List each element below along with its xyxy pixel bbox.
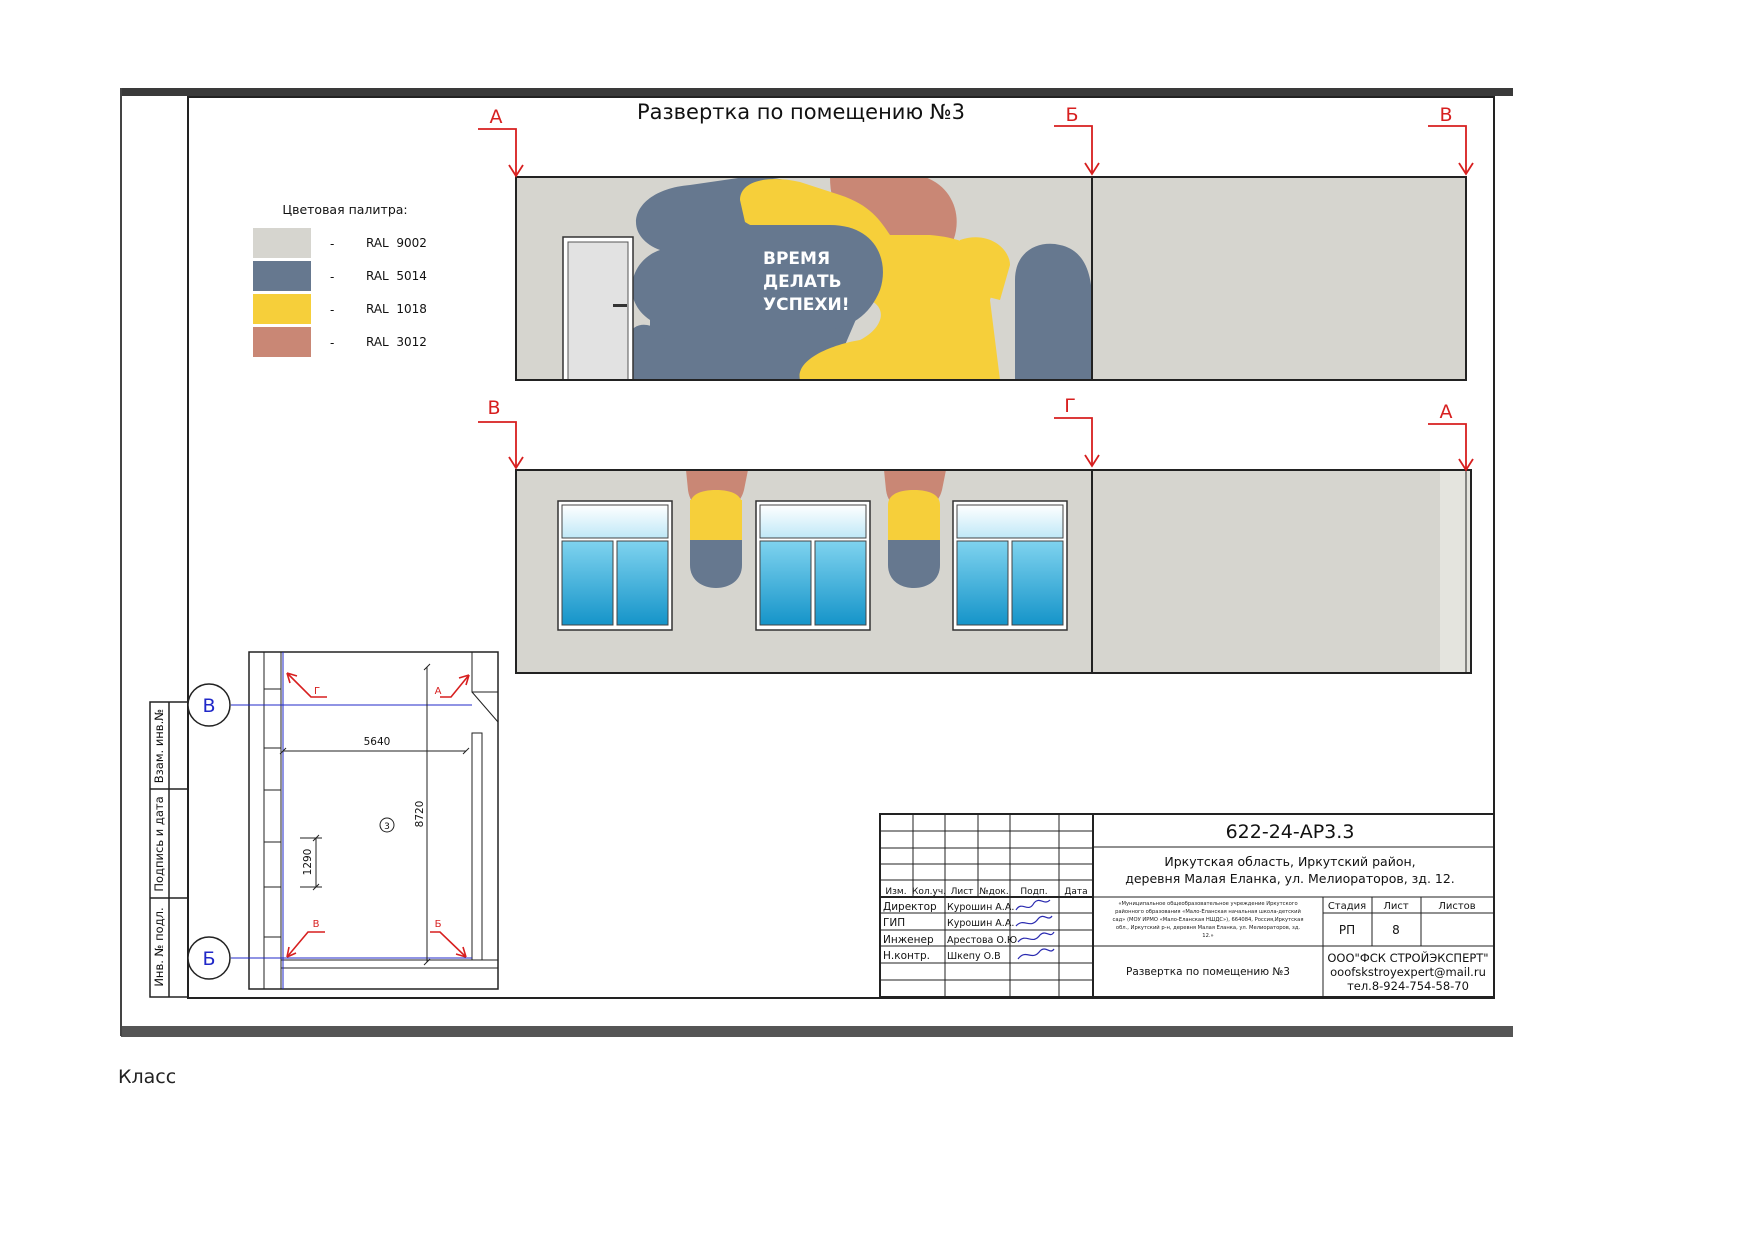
- swatch-ral-3012: [253, 327, 311, 357]
- plan-mark-b: Б: [435, 919, 442, 930]
- palette-dash: -: [330, 237, 334, 251]
- axis-label-b: Б: [202, 948, 215, 970]
- sheet-number: 8: [1392, 923, 1400, 937]
- side-stamp-label: Подпись и дата: [152, 796, 166, 891]
- col-header: Лист: [951, 887, 974, 897]
- room-number: 3: [384, 822, 390, 832]
- palette-dash: -: [330, 303, 334, 317]
- staff-role: Н.контр.: [883, 950, 930, 962]
- window-icon: [557, 500, 673, 631]
- sheet-name: Развертка по помещению №3: [1126, 966, 1290, 978]
- axis-bubble: [187, 683, 231, 727]
- color-palette-legend: Цветовая палитра: - - - - RAL 9002 RAL 5…: [253, 202, 427, 357]
- mural-line-2: ДЕЛАТЬ: [763, 272, 842, 292]
- staff-role: Директор: [883, 901, 937, 913]
- side-stamp-label: Инв. № подл.: [152, 907, 166, 986]
- object-line: 12.»: [1202, 933, 1213, 939]
- plan-mark-a: А: [435, 686, 442, 697]
- axis-bubble: [187, 936, 231, 980]
- section-mark-b: Б: [1065, 104, 1078, 126]
- column-decor: [884, 470, 946, 588]
- company-email: ooofskstroyexpert@mail.ru: [1330, 965, 1486, 979]
- col-header: Кол.уч.: [912, 887, 946, 897]
- object-line: районного образования «Мало-Еланская нач…: [1115, 908, 1301, 915]
- sheet-label: Лист: [1383, 901, 1409, 912]
- plan-mark-v: В: [313, 919, 320, 930]
- section-mark-g: Г: [1064, 395, 1076, 417]
- section-mark-a: А: [490, 106, 503, 128]
- palette-code: RAL 1018: [366, 302, 427, 316]
- address-line-2: деревня Малая Еланка, ул. Мелиораторов, …: [1125, 871, 1455, 886]
- drawing-code: 622-24-АР3.3: [1226, 821, 1355, 843]
- palette-code: RAL 5014: [366, 269, 427, 283]
- plan-mark-g: Г: [314, 686, 320, 697]
- floor-plan: [187, 651, 499, 990]
- section-marks: [478, 125, 1474, 472]
- company-phone: тел.8-924-754-58-70: [1347, 979, 1469, 993]
- staff-name: Курошин А.А.: [947, 902, 1014, 913]
- col-header: Подп.: [1020, 887, 1047, 897]
- swatch-ral-1018: [253, 294, 311, 324]
- mural-line-1: ВРЕМЯ: [763, 249, 830, 269]
- swatch-ral-9002: [253, 228, 311, 258]
- elevation-bottom: [515, 469, 1472, 674]
- palette-code: RAL 3012: [366, 335, 427, 349]
- object-line: «Муниципальное общеобразовательное учреж…: [1118, 901, 1297, 907]
- address-line-1: Иркутская область, Иркутский район,: [1164, 854, 1415, 869]
- stage-label: Стадия: [1328, 901, 1366, 912]
- stage-value: РП: [1339, 923, 1355, 937]
- object-line: сад» (МОУ ИРМО «Мало-Еланская НШДС»), 66…: [1113, 917, 1304, 923]
- object-line: обл., Иркутский р-н, деревня Малая Еланк…: [1116, 924, 1300, 931]
- palette-dash: -: [330, 270, 334, 284]
- mural-shapes: [631, 177, 1092, 380]
- palette-dash: -: [330, 336, 334, 350]
- window-icon: [952, 500, 1068, 631]
- elevation-top: ВРЕМЯ ДЕЛАТЬ УСПЕХИ!: [515, 176, 1467, 381]
- sheet-title: Развертка по помещению №3: [637, 100, 965, 124]
- axis-label-v: В: [202, 695, 215, 717]
- column-decor: [686, 470, 748, 588]
- staff-name: Арестова О.Ю: [947, 935, 1017, 946]
- staff-name: Шкепу О.В: [947, 951, 1001, 962]
- side-stamp-label: Взам. инв.№: [152, 709, 166, 783]
- staff-role: ГИП: [883, 917, 905, 929]
- signature-icons: [1015, 899, 1055, 960]
- palette-heading: Цветовая палитра:: [282, 202, 407, 217]
- title-block: [879, 813, 1495, 998]
- plan-width-dimension: 5640: [364, 736, 391, 748]
- staff-name: Курошин А.А.: [947, 918, 1014, 929]
- palette-code: RAL 9002: [366, 236, 427, 250]
- mural-line-3: УСПЕХИ!: [763, 295, 850, 315]
- staff-role: Инженер: [883, 934, 934, 946]
- sheets-label: Листов: [1438, 901, 1475, 912]
- page-caption: Класс: [118, 1066, 177, 1088]
- col-header: №док.: [979, 887, 1008, 897]
- swatch-ral-5014: [253, 261, 311, 291]
- window-icon: [755, 500, 871, 631]
- section-mark-v: В: [1439, 104, 1452, 126]
- section-mark-a: А: [1440, 401, 1453, 423]
- plan-window-dimension: 1290: [302, 849, 314, 876]
- section-mark-v: В: [487, 397, 500, 419]
- side-stamp: [149, 701, 189, 998]
- plan-height-dimension: 8720: [414, 801, 426, 828]
- object-description: «Муниципальное общеобразовательное учреж…: [1113, 901, 1304, 939]
- inner-frame: [187, 96, 1495, 999]
- col-header: Изм.: [885, 887, 906, 897]
- col-header: Дата: [1064, 887, 1087, 897]
- company-name: ООО"ФСК СТРОЙЭКСПЕРТ": [1327, 950, 1488, 965]
